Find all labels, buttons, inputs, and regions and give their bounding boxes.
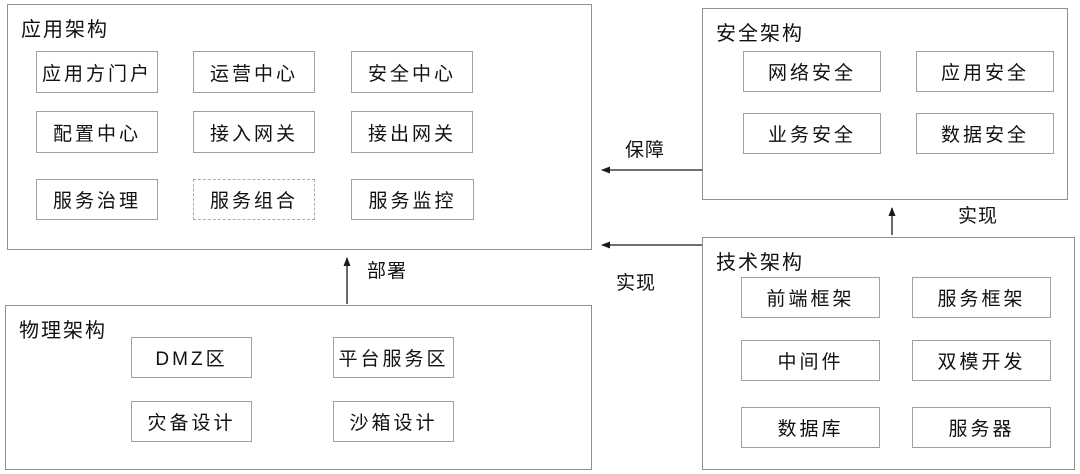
group-title-physical-architecture: 物理架构 [19, 320, 107, 342]
node-service-monitoring: 服务监控 [351, 179, 474, 220]
node-disaster-recovery-design: 灾备设计 [131, 401, 252, 442]
group-title-app-architecture: 应用架构 [21, 19, 109, 41]
node-dmz-zone: DMZ区 [131, 337, 252, 378]
node-app-portal: 应用方门户 [36, 51, 158, 93]
arrow-label-guarantee: 保障 [625, 140, 666, 161]
node-security-center: 安全中心 [351, 51, 473, 93]
arrow-label-implement-vertical: 实现 [958, 206, 999, 227]
group-tech-architecture: 技术架构 前端框架 服务框架 中间件 双模开发 数据库 服务器 [702, 237, 1075, 470]
node-operation-center: 运营中心 [193, 51, 315, 93]
group-title-security-architecture: 安全架构 [716, 23, 804, 45]
node-server: 服务器 [912, 407, 1051, 448]
group-app-architecture: 应用架构 应用方门户 运营中心 安全中心 配置中心 接入网关 接出网关 服务治理… [7, 4, 592, 250]
node-database: 数据库 [741, 407, 880, 448]
node-dual-mode-development: 双模开发 [912, 340, 1051, 381]
node-service-framework: 服务框架 [912, 277, 1051, 318]
node-frontend-framework: 前端框架 [741, 277, 880, 318]
node-platform-service-zone: 平台服务区 [333, 337, 454, 378]
group-security-architecture: 安全架构 网络安全 应用安全 业务安全 数据安全 [702, 8, 1068, 200]
node-config-center: 配置中心 [36, 111, 158, 153]
node-sandbox-design: 沙箱设计 [333, 401, 454, 442]
group-physical-architecture: 物理架构 DMZ区 平台服务区 灾备设计 沙箱设计 [5, 305, 592, 470]
node-application-security: 应用安全 [916, 51, 1054, 92]
node-service-governance: 服务治理 [36, 179, 158, 220]
arrow-label-implement-horizontal: 实现 [616, 273, 657, 294]
node-service-composition: 服务组合 [193, 179, 315, 220]
node-data-security: 数据安全 [916, 113, 1054, 154]
arrow-label-deploy: 部署 [367, 261, 408, 282]
group-title-tech-architecture: 技术架构 [716, 252, 804, 274]
node-network-security: 网络安全 [743, 51, 881, 92]
node-inbound-gateway: 接入网关 [193, 111, 315, 153]
node-outbound-gateway: 接出网关 [351, 111, 473, 153]
node-middleware: 中间件 [741, 340, 880, 381]
node-business-security: 业务安全 [743, 113, 881, 154]
